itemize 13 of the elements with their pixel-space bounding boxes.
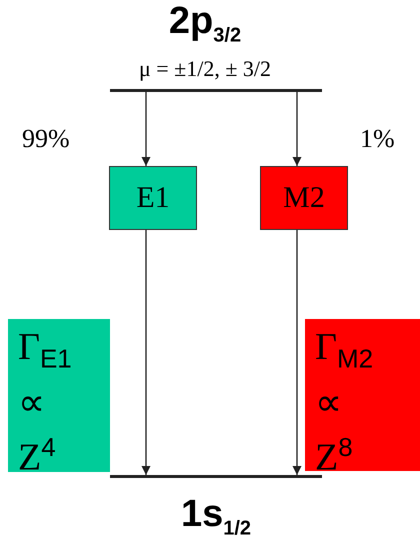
- rate-formula: Γ$_{E1}$ ∝ Z$^{4}$: [17, 325, 73, 480]
- level-label: 1s$_{1/2}$: [180, 493, 252, 541]
- level-label: 2p$_{3/2}$: [168, 0, 242, 48]
- rate-box: [8, 319, 110, 472]
- quantum-number-label: μ = ±1/2, ± 3/2: [138, 56, 272, 82]
- arrow: [292, 230, 302, 475]
- arrow: [142, 92, 150, 166]
- rate-formula: Γ$_{M2}$ ∝ Z$^{8}$: [314, 325, 374, 480]
- arrow: [142, 230, 150, 475]
- transition-box: M2: [260, 166, 348, 230]
- arrow: [292, 92, 302, 166]
- rate-box: [305, 319, 420, 471]
- transition-box: E1: [109, 166, 197, 230]
